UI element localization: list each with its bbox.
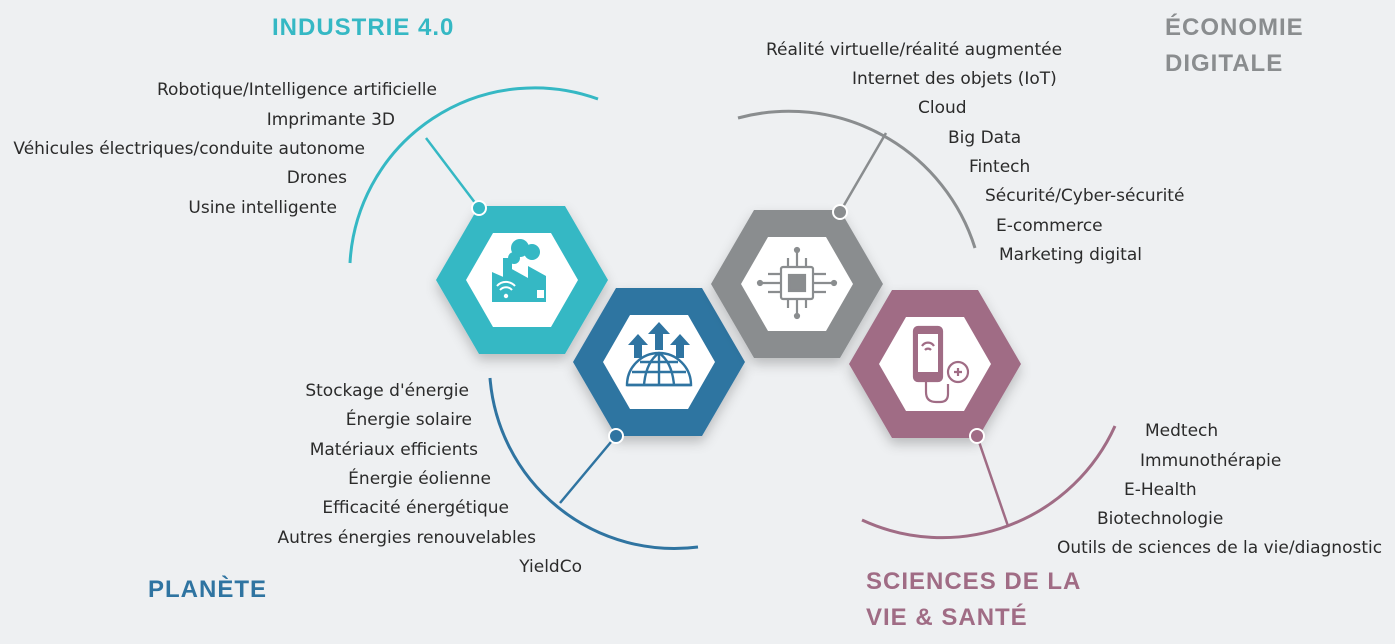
list-item: E-Health [1124, 480, 1197, 500]
factory-wifi-icon [492, 239, 546, 302]
list-item: Sécurité/Cyber-sécurité [985, 186, 1185, 206]
sante-title: SCIENCES DE LA VIE & SANTÉ [866, 568, 1082, 631]
globe-arrows-icon [625, 322, 693, 387]
list-item: Internet des objets (IoT) [852, 69, 1057, 89]
list-item: Medtech [1145, 421, 1219, 441]
list-item: E-commerce [996, 216, 1103, 236]
list-item: Autres énergies renouvelables [277, 528, 536, 548]
economie-leader [838, 132, 888, 213]
list-item: Big Data [948, 128, 1022, 148]
list-item: Véhicules électriques/conduite autonome [13, 139, 365, 159]
list-item: Drones [286, 168, 347, 188]
list-item: Imprimante 3D [266, 110, 395, 130]
list-item: Réalité virtuelle/réalité augmentée [766, 40, 1063, 60]
economie-arc [737, 109, 977, 249]
economie-dot [832, 204, 848, 220]
list-item: Usine intelligente [188, 198, 337, 218]
list-item: YieldCo [519, 557, 582, 577]
list-item: Efficacité énergétique [322, 498, 509, 518]
planete-title: PLANÈTE [148, 576, 268, 603]
list-item: Matériaux efficients [309, 440, 478, 460]
planete-dot [608, 428, 624, 444]
list-item: Robotique/Intelligence artificielle [156, 80, 437, 100]
sante-leader [975, 435, 1010, 527]
list-item: Immunothérapie [1140, 451, 1282, 471]
list-item: Marketing digital [999, 245, 1142, 265]
sante-arc [861, 425, 1117, 540]
industrie-title: INDUSTRIE 4.0 [272, 14, 455, 41]
planete-arc [488, 377, 699, 551]
planete-leader [559, 435, 617, 504]
industrie-arc [348, 86, 599, 264]
list-item: Fintech [969, 157, 1031, 177]
sante-dot [969, 428, 985, 444]
industrie-leader [425, 137, 480, 209]
economie-title: ÉCONOMIE DIGITALE [1165, 14, 1304, 77]
list-item: Énergie éolienne [348, 469, 491, 489]
list-item: Énergie solaire [345, 410, 472, 430]
microchip-icon [756, 246, 838, 320]
phone-stethoscope-icon [912, 325, 970, 404]
list-item: Outils de sciences de la vie/diagnostic [1057, 538, 1383, 558]
list-item: Biotechnologie [1097, 509, 1224, 529]
list-item: Stockage d'énergie [305, 381, 469, 401]
industrie-dot [471, 200, 487, 216]
list-item: Cloud [918, 98, 967, 118]
